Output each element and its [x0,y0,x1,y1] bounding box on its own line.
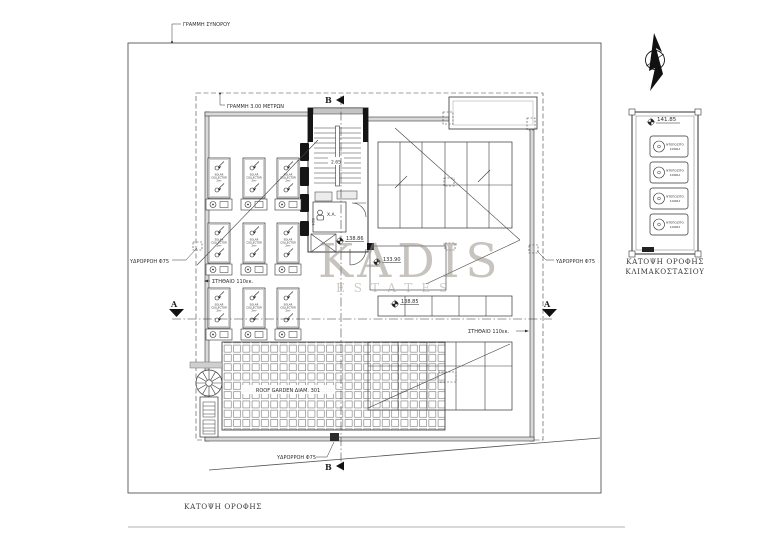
solar-collector-array [205,157,302,341]
stairwell: 2.65 X.A. REM. [300,107,369,266]
downpipe-label-bottom: ΥΔΡΟΡΡΟΗ Φ75 [276,455,316,461]
elevation-markers: 138.86 133.90 138.85 [335,236,419,309]
column-dashed [443,177,455,187]
slope-tick [394,169,491,189]
spiral-stair [189,361,223,438]
downpipe-box [330,433,339,441]
wall-top-left [204,111,309,117]
door-swing-arc [351,202,367,218]
wall-column [363,108,368,142]
wall-column [308,108,313,142]
svg-text:Β: Β [325,462,332,472]
downpipe-box [528,244,539,254]
column [367,243,374,250]
wc-room [312,201,347,233]
section-arrow-icon [169,309,184,317]
setback-line-label: ΓΡΑΜΜΗ 3.00 ΜΕΤΡΩΝ [227,104,284,110]
svg-text:Β: Β [325,95,332,105]
shaft-box [310,233,337,253]
section-arrow-icon [336,95,344,105]
raised-roof-block [448,96,538,130]
column-dashed [444,242,456,251]
section-arrow-icon [336,461,344,471]
roof-garden: ROOF GARDEN ΔΙΑΜ. 301 [221,341,446,431]
elevation-main-roof: 133.90 [383,257,401,263]
corner-tab [628,250,636,258]
wc-room-label: X.A. [327,212,336,218]
detail-caption: ΚΑΤΟΨΗ ΟΡΟΦΗΣ ΚΛΙΜΑΚΟΣΤΑΣΙΟΥ [613,257,717,276]
setback-leader-line [219,94,225,106]
section-marker-a-left: A [169,299,184,317]
elevation-stairwell-roof: 141.85 [657,117,677,123]
svg-text:A: A [543,299,551,309]
corner-tab [694,108,702,116]
corner-tab [628,108,636,116]
parapet-label-left: ΣΤΗΘΑΙΟ 110εκ. [212,279,254,285]
parapet-label-right: ΣΤΗΘΑΙΟ 110εκ. [468,329,510,335]
stair-stringer [335,125,340,187]
building-outline [204,96,538,442]
plot-boundary [127,23,625,528]
leaders [172,241,554,458]
downpipe-label-right: ΥΔΡΟΡΡΟΗ Φ75 [555,259,595,265]
wall-bottom [204,436,535,442]
downpipe-box [192,241,203,251]
wall-right [529,128,535,442]
section-marker-b-top: Β [325,95,344,105]
elevation-lower-roof: 138.85 [401,299,419,305]
north-arrow-icon [645,33,665,91]
pergola-grid [377,141,513,229]
arrow-icon [204,279,208,283]
boundary-line-label: ΓΡΑΜΜΗ ΣΥΝΟΡΟΥ [183,22,231,28]
slope-lines [196,127,521,409]
roof-garden-label: ROOF GARDEN ΔΙΑΜ. 301 [256,388,320,394]
section-arrow-icon [542,309,557,317]
stair-width-dim: 2.65 [331,160,341,166]
downpipe-label-left: ΥΔΡΟΡΡΟΗ Φ75 [129,259,169,265]
stairwell-roof-detail: 141.85 [628,108,702,258]
door-swing-arc [349,248,367,266]
column-dashed [442,111,454,125]
shaft-label: REM. [311,218,315,226]
main-caption: ΚΑΤΟΨΗ ΟΡΟΦΗΣ [184,502,262,511]
boundary-leader-line [171,23,181,43]
rooftop-units [300,143,309,236]
column-dashed [526,117,536,131]
svg-text:A: A [170,299,178,309]
toilet-icon [317,209,323,216]
detail-caption-line2: ΚΛΙΜΑΚΟΣΤΑΣΙΟΥ [625,266,705,276]
arrow-icon [525,329,529,333]
section-marker-a-right: A [542,299,557,317]
elevation-stair-exit: 138.86 [346,236,364,242]
corner-tab [694,250,702,258]
lower-roof-box [367,242,456,291]
wall-top-right [367,116,450,122]
boundary-segment-line [208,437,601,471]
section-marker-b-bottom: Β [325,461,344,472]
detail-caption-line1: ΚΑΤΟΨΗ ΟΡΟΦΗΣ [626,257,704,266]
plan-labels: ΓΡΑΜΜΗ ΣΥΝΟΡΟΥ ΓΡΑΜΜΗ 3.00 ΜΕΤΡΩΝ ΥΔΡΟΡΡ… [129,22,595,461]
landing-mat [314,191,333,202]
landing-mat [336,190,358,200]
